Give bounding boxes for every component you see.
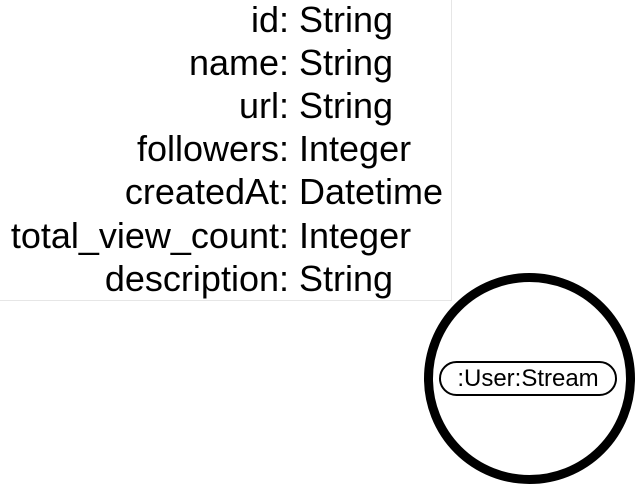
property-key: total_view_count: [10, 215, 289, 256]
property-row-total-view-count: total_view_count: Integer [0, 214, 452, 257]
property-type: String [299, 42, 394, 83]
property-key: id: [250, 0, 289, 40]
property-key: description: [104, 258, 289, 299]
property-key: url: [238, 85, 289, 126]
node-label-pill[interactable]: :User:Stream [439, 361, 617, 396]
property-type: Datetime [299, 171, 444, 212]
property-key: createdAt: [124, 171, 289, 212]
property-type: Integer [299, 215, 412, 256]
property-type: String [299, 0, 394, 40]
node-properties-panel: id: String name: String url: String foll… [0, 0, 452, 301]
property-row-name: name: String [0, 41, 452, 84]
property-row-description: description: String [0, 257, 452, 300]
property-type: Integer [299, 128, 412, 169]
property-row-createdat: createdAt: Datetime [0, 170, 452, 213]
property-type: String [299, 85, 394, 126]
property-type: String [299, 258, 394, 299]
property-key: name: [188, 42, 289, 83]
property-key: followers: [136, 128, 289, 169]
property-row-followers: followers: Integer [0, 127, 452, 170]
property-row-id: id: String [0, 0, 452, 41]
property-row-url: url: String [0, 84, 452, 127]
